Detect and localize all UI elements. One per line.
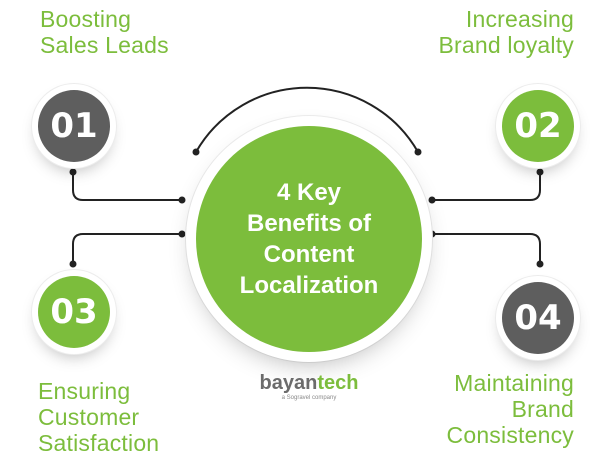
- benefit-01-line: Sales Leads: [40, 32, 169, 58]
- benefit-02-label: Increasing Brand loyalty: [438, 6, 574, 58]
- logo-tagline: a Sogravel company: [281, 395, 337, 401]
- bayantech-logo: bayantech a Sogravel company: [254, 372, 364, 402]
- benefit-02-line: Brand loyalty: [438, 32, 574, 58]
- connector-03: [72, 233, 182, 264]
- benefit-01-line: Boosting: [40, 6, 132, 32]
- benefit-03-line: Satisfaction: [38, 430, 160, 456]
- top-arc: [195, 86, 419, 153]
- logo-wordmark: bayantech: [254, 372, 364, 394]
- benefit-04-label: Maintaining Brand Consistency: [447, 370, 574, 448]
- benefit-03-number: 03: [38, 276, 110, 348]
- connector-dot: [69, 260, 77, 268]
- benefit-04-line: Consistency: [446, 422, 574, 448]
- arc-dot: [414, 274, 422, 282]
- center-title-line: Localization: [239, 272, 379, 299]
- benefit-02-line: Increasing: [465, 6, 574, 32]
- benefit-03-line: Customer: [38, 404, 140, 430]
- connector-dot: [428, 196, 436, 204]
- connector-01: [72, 172, 182, 201]
- connector-dot: [178, 230, 186, 238]
- center-title: 4 Key Benefits of Content Localization: [214, 177, 404, 301]
- center-title-line: Content: [263, 241, 355, 268]
- logo-part-tech: tech: [317, 372, 359, 394]
- logo-part-bayan: bayan: [259, 372, 318, 394]
- connector-02: [432, 172, 541, 201]
- benefit-01-number: 01: [38, 90, 110, 162]
- connector-dot: [428, 230, 436, 238]
- center-circle: 4 Key Benefits of Content Localization: [196, 126, 422, 352]
- connector-dot: [178, 196, 186, 204]
- connector-dot: [536, 168, 544, 176]
- benefit-04-line: Maintaining: [454, 370, 574, 396]
- connector-dot: [69, 168, 77, 176]
- connector-04: [432, 233, 541, 264]
- arc-dot: [414, 148, 422, 156]
- benefit-03-line: Ensuring: [38, 378, 131, 404]
- benefit-02-number: 02: [502, 90, 574, 162]
- center-title-line: Benefits of: [246, 210, 371, 237]
- benefit-03-label: Ensuring Customer Satisfaction: [38, 378, 159, 456]
- arc-dot: [192, 274, 200, 282]
- benefit-04-line: Brand: [511, 396, 574, 422]
- center-title-line: 4 Key: [276, 179, 342, 206]
- connector-dot: [536, 260, 544, 268]
- benefit-04-number: 04: [502, 282, 574, 354]
- arc-dot: [192, 148, 200, 156]
- benefit-01-label: Boosting Sales Leads: [40, 6, 169, 58]
